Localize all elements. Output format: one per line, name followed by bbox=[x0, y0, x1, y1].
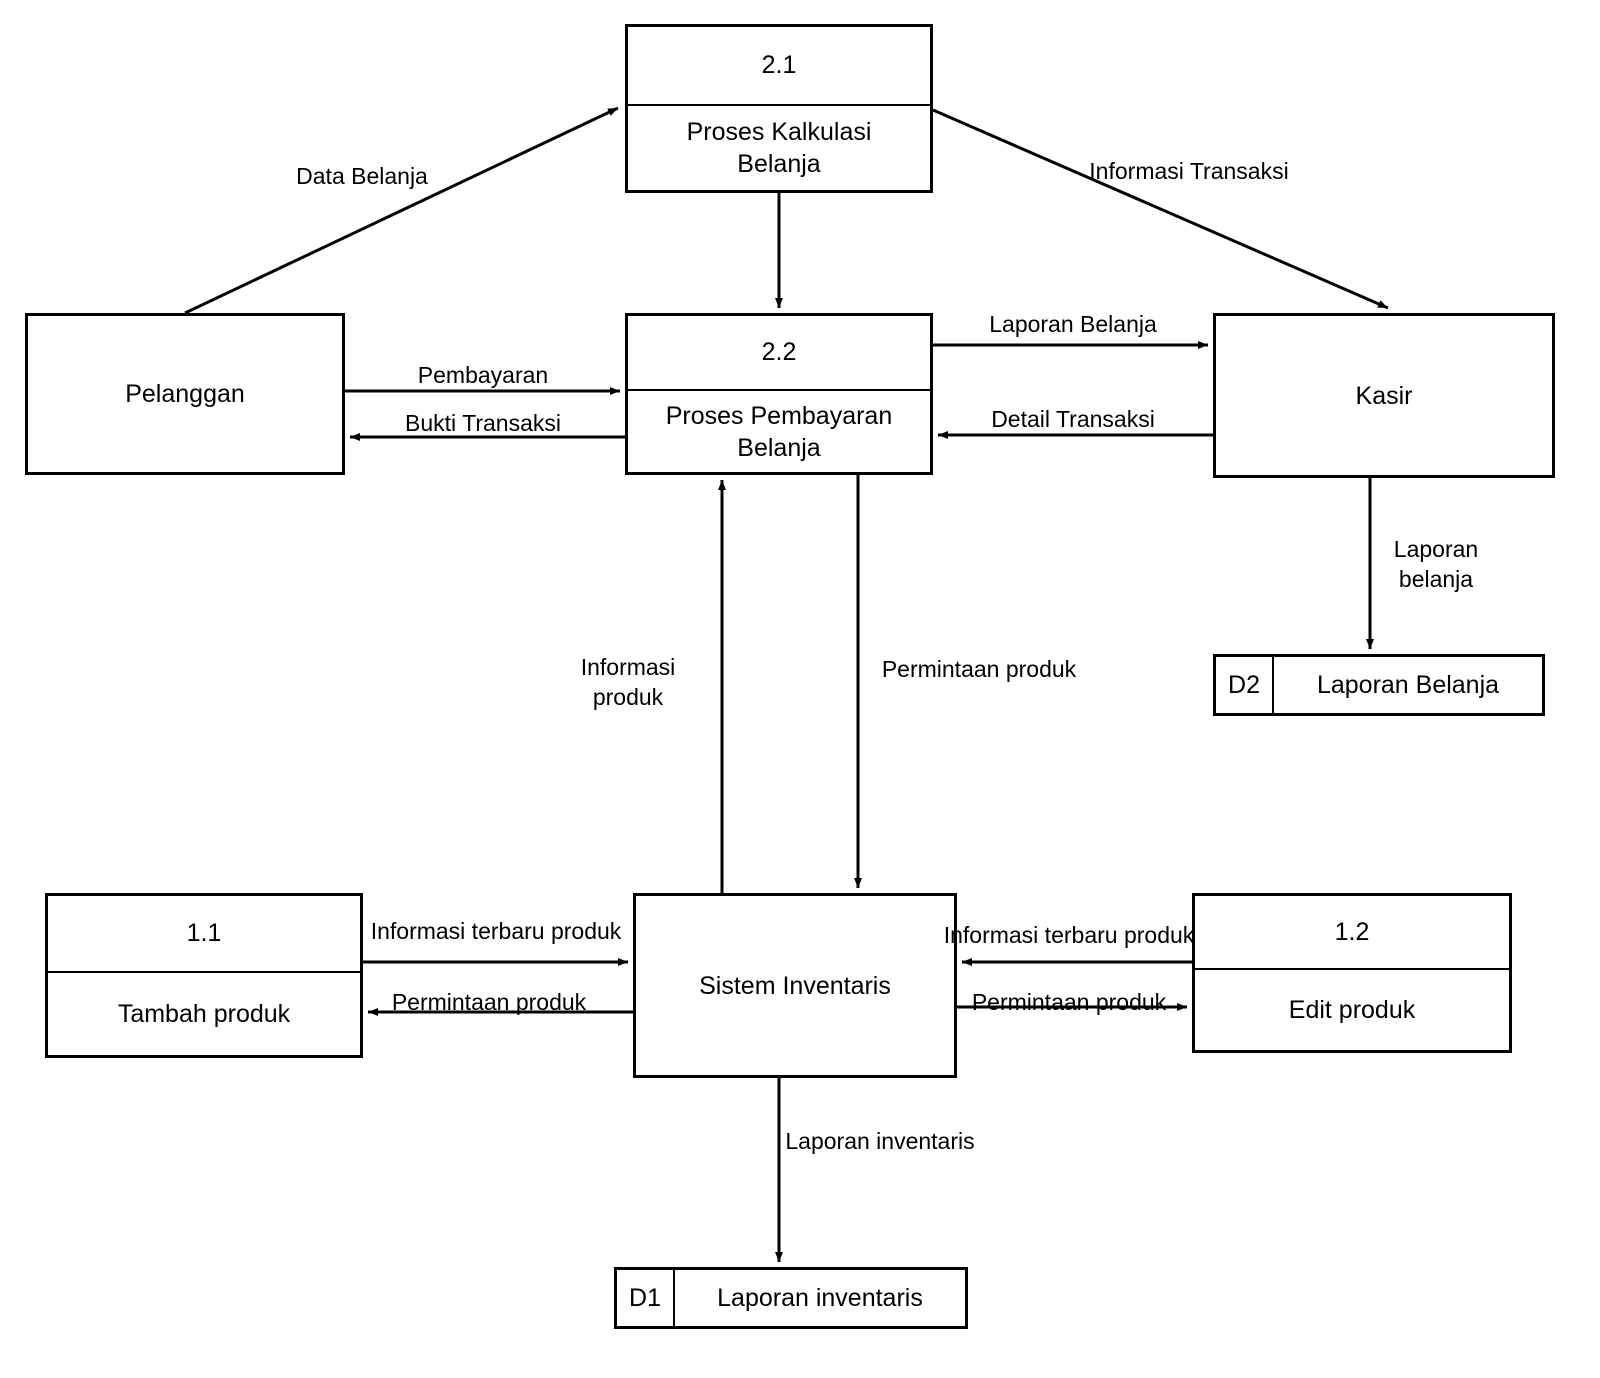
entity-sistem-inventaris-name: Sistem Inventaris bbox=[699, 971, 891, 1000]
entity-pelanggan-name-row: Pelanggan bbox=[115, 316, 255, 472]
flow-label-laporan-belanja: Laporan Belanja bbox=[989, 311, 1157, 338]
process-box-1-1[interactable]: 1.1 Tambah produk bbox=[45, 893, 363, 1058]
process-2-1-name-row: Proses Kalkulasi Belanja bbox=[628, 106, 930, 190]
flow-label-permintaan-produk-left: Permintaan produk bbox=[391, 989, 587, 1016]
flow-label-pembayaran: Pembayaran bbox=[417, 362, 549, 389]
process-2-1-number: 2.1 bbox=[761, 50, 797, 79]
process-2-1-name: Proses Kalkulasi Belanja bbox=[686, 117, 872, 178]
entity-box-sistem-inventaris[interactable]: Sistem Inventaris bbox=[633, 893, 957, 1078]
process-2-2-name-row: Proses Pembayaran Belanja bbox=[628, 391, 930, 472]
datastore-d2-label: Laporan Belanja bbox=[1316, 670, 1500, 699]
entity-kasir-name: Kasir bbox=[1355, 381, 1413, 410]
flow-arrow-informasi-transaksi bbox=[932, 108, 1389, 310]
flow-label-informasi-transaksi: Informasi Transaksi bbox=[1089, 158, 1289, 185]
process-box-2-1[interactable]: 2.1 Proses Kalkulasi Belanja bbox=[625, 24, 933, 193]
datastore-d1-code: D1 bbox=[617, 1270, 675, 1326]
process-2-2-name: Proses Pembayaran Belanja bbox=[665, 401, 893, 462]
datastore-d2[interactable]: D2 Laporan Belanja bbox=[1213, 654, 1545, 716]
process-box-2-2[interactable]: 2.2 Proses Pembayaran Belanja bbox=[625, 313, 933, 475]
process-1-2-name: Edit produk bbox=[1288, 996, 1416, 1025]
flow-label-bukti-transaksi: Bukti Transaksi bbox=[405, 410, 561, 437]
flow-label-informasi-terbaru-produk-right: Informasi terbaru produk bbox=[943, 922, 1195, 949]
flow-label-detail-transaksi: Detail Transaksi bbox=[991, 406, 1155, 433]
flow-label-data-belanja: Data Belanja bbox=[296, 163, 428, 190]
process-1-1-name-row: Tambah produk bbox=[48, 973, 360, 1055]
process-2-2-number-row: 2.2 bbox=[628, 316, 930, 392]
entity-sistem-inventaris-name-row: Sistem Inventaris bbox=[689, 896, 901, 1075]
datastore-d2-code: D2 bbox=[1216, 657, 1274, 713]
process-1-2-number: 1.2 bbox=[1334, 917, 1370, 946]
process-1-2-number-row: 1.2 bbox=[1195, 896, 1509, 971]
flow-label-informasi-produk: Informasi produk bbox=[580, 654, 676, 710]
datastore-d1[interactable]: D1 Laporan inventaris bbox=[614, 1267, 968, 1329]
flow-arrow-data-belanja bbox=[184, 106, 619, 315]
process-2-1-number-row: 2.1 bbox=[628, 27, 930, 106]
process-2-2-number: 2.2 bbox=[761, 338, 797, 367]
datastore-d1-label: Laporan inventaris bbox=[717, 1283, 923, 1312]
process-1-1-number: 1.1 bbox=[186, 918, 222, 947]
entity-box-kasir[interactable]: Kasir bbox=[1213, 313, 1555, 478]
entity-pelanggan-name: Pelanggan bbox=[125, 380, 245, 408]
flow-label-laporan-inventaris: Laporan inventaris bbox=[785, 1128, 975, 1155]
process-1-1-number-row: 1.1 bbox=[48, 896, 360, 973]
flow-label-informasi-terbaru-produk-left: Informasi terbaru produk bbox=[370, 918, 622, 945]
entity-kasir-name-row: Kasir bbox=[1346, 316, 1423, 475]
entity-box-pelanggan[interactable]: Pelanggan bbox=[25, 313, 345, 475]
process-box-1-2[interactable]: 1.2 Edit produk bbox=[1192, 893, 1512, 1053]
process-1-1-name: Tambah produk bbox=[117, 999, 291, 1028]
flow-label-laporan-belanja-store: Laporan belanja bbox=[1393, 536, 1479, 592]
flow-label-permintaan-produk-center: Permintaan produk bbox=[881, 656, 1077, 683]
flow-label-permintaan-produk-right: Permintaan produk bbox=[971, 989, 1167, 1016]
process-1-2-name-row: Edit produk bbox=[1195, 970, 1509, 1050]
